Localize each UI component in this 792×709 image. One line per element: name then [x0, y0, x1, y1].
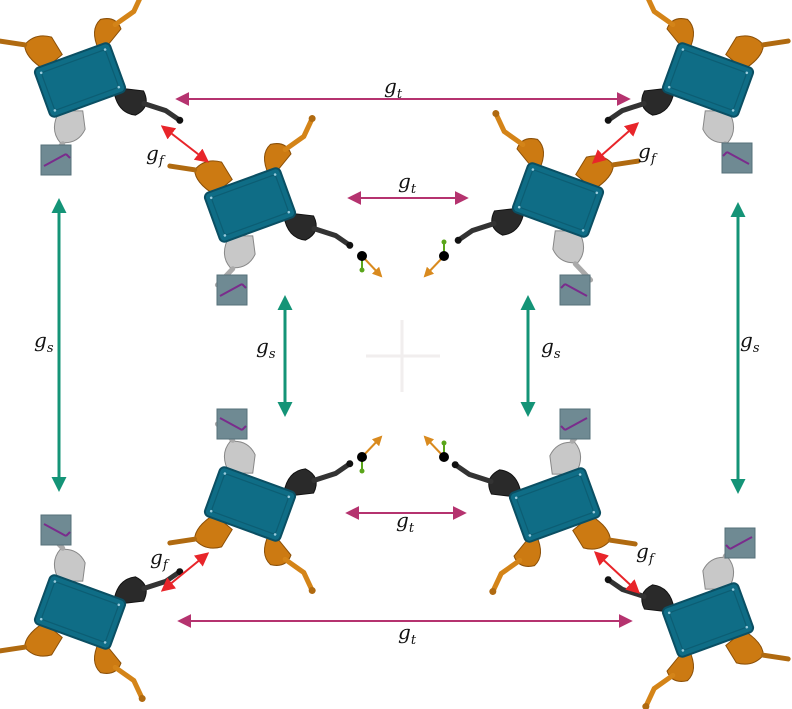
ee-glyph-bottom-left: [357, 435, 383, 474]
ee-glyph-bottom-right: [423, 435, 449, 462]
label-gf-tr: gf: [638, 139, 658, 167]
label-gt-bottom: gt: [398, 620, 417, 648]
arrow-gf-tr: [591, 122, 640, 164]
center-cross: [366, 320, 440, 392]
robot-outer-bottom-right: [596, 528, 788, 709]
arrow-gf-br: [593, 551, 641, 594]
ee-glyph-top-right: [423, 239, 449, 278]
robot-inner-top-left: [170, 114, 362, 306]
robot-inner-top-right: [446, 109, 638, 306]
label-gt-top: gt: [384, 74, 403, 102]
robot-inner-bottom-right: [443, 408, 635, 596]
label-gs-inner-right: gs: [541, 334, 561, 362]
label-gt-inner-top: gt: [398, 169, 417, 197]
arrow-gf-tl: [160, 125, 210, 163]
label-gf-bl: gf: [150, 545, 170, 573]
label-gs-inner-left: gs: [256, 334, 276, 362]
robot-outer-top-left: [0, 0, 192, 176]
label-gf-br: gf: [636, 539, 656, 567]
arrow-gf-bl: [160, 552, 210, 592]
label-gt-inner-bottom: gt: [396, 508, 415, 536]
label-gf-tl: gf: [146, 141, 166, 169]
ee-glyph-top-left: [357, 251, 383, 278]
label-gs-right: gs: [740, 328, 760, 356]
robot-inner-bottom-left: [170, 408, 362, 595]
label-gs-left: gs: [34, 328, 54, 356]
robot-outer-top-right: [596, 0, 788, 173]
robot-outer-bottom-left: [0, 514, 192, 703]
